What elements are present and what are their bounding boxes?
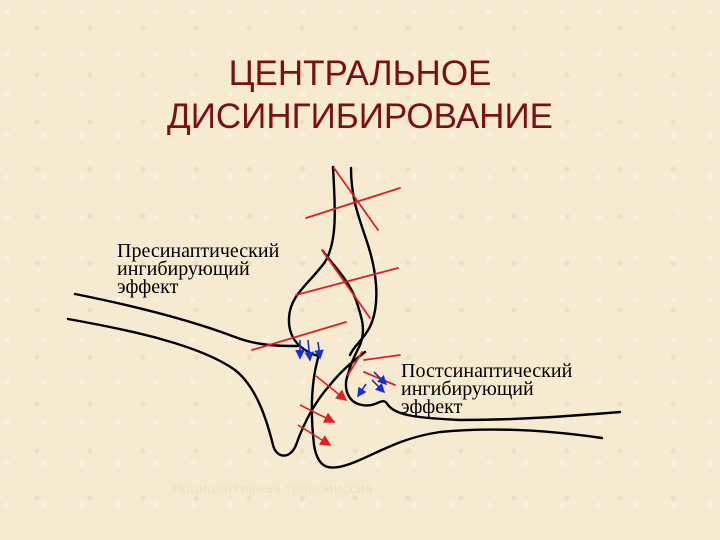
transmission-arrow xyxy=(299,404,336,423)
block-line xyxy=(295,267,399,296)
block-line xyxy=(363,354,401,361)
afferent-fiber-lower xyxy=(66,317,367,457)
postsynaptic-label-line-1: Постсинаптический xyxy=(401,360,573,382)
block-line xyxy=(347,351,363,376)
slide-title: ЦЕНТРАЛЬНОЕ ДИСИНГИБИРОВАНИЕ xyxy=(0,52,720,138)
vesicle-arrows xyxy=(295,339,388,398)
title-line-1: ЦЕНТРАЛЬНОЕ xyxy=(228,54,492,93)
presynaptic-label: Пресинаптический ингибирующий эффект xyxy=(117,240,280,298)
block-line xyxy=(321,249,371,319)
postsynaptic-label-line-2: ингибирующий xyxy=(401,378,534,400)
block-line xyxy=(305,187,401,219)
postsynaptic-label: Постсинаптический ингибирующий эффект xyxy=(401,360,573,418)
title-line-2: ДИСИНГИБИРОВАНИЕ xyxy=(167,97,553,136)
interneuron-loop xyxy=(321,249,365,377)
neuron-outlines xyxy=(66,165,622,469)
vesicle-arrow xyxy=(304,339,314,362)
vesicle-arrow xyxy=(373,371,388,386)
postsynaptic-label-line-3: эффект xyxy=(401,396,463,418)
presynaptic-label-line-3: эффект xyxy=(117,276,179,298)
presynaptic-label-line-2: ингибирующий xyxy=(117,258,250,280)
vesicle-arrow xyxy=(314,341,324,360)
footer-caption: Ноцицептивная трансмиссия xyxy=(172,482,373,497)
vesicle-arrow xyxy=(357,383,367,398)
descending-fiber-left xyxy=(287,165,336,358)
block-line xyxy=(251,321,347,351)
afferent-fiber-upper xyxy=(73,292,300,348)
transmission-arrow xyxy=(297,424,332,446)
transmission-arrows xyxy=(297,375,348,446)
presynaptic-label-line-1: Пресинаптический xyxy=(117,240,280,262)
vesicle-arrow xyxy=(371,379,386,394)
postsynaptic-neuron-right xyxy=(344,368,622,422)
transmission-arrow xyxy=(315,375,348,401)
block-line xyxy=(333,167,379,231)
postsynaptic-neuron-left xyxy=(310,356,604,469)
